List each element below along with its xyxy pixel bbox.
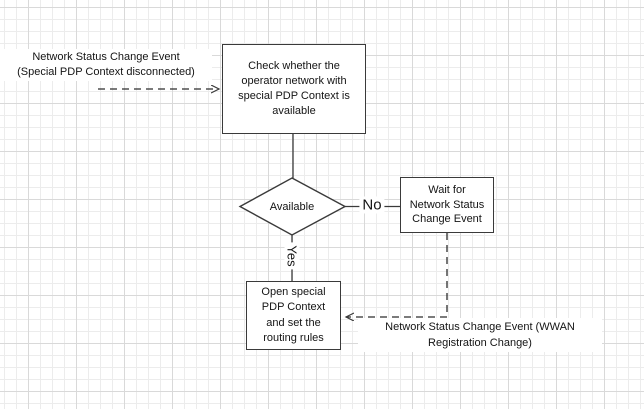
event-label-pdp-disconnected: Network Status Change Event (Special PDP… [0,49,212,81]
decision-diamond [238,177,347,236]
node-check-network: Check whether the operator network with … [222,44,366,134]
event-label-wwan-registration: Network Status Change Event (WWAN Regist… [358,318,602,352]
branch-label-no: No [359,196,385,214]
decision-label: Available [269,201,315,213]
connector-event-registration [346,233,448,317]
node-open-pdp-context: Open special PDP Context and set the rou… [246,281,341,350]
branch-label-yes: Yes [284,242,300,270]
node-wait-event: Wait for Network Status Change Event [400,177,494,233]
